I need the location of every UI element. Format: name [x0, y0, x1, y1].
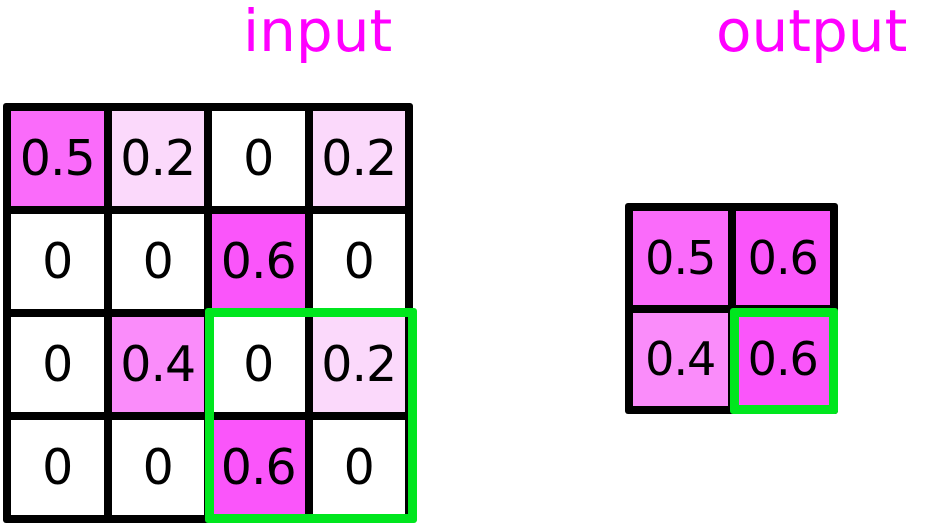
input-cell-r2c0[interactable]: 0 — [11, 317, 104, 412]
input-cell-r1c0[interactable]: 0 — [11, 214, 104, 309]
output-title: output — [716, 0, 908, 65]
input-cell-r0c2[interactable]: 0 — [212, 111, 305, 206]
input-cell-r0c1[interactable]: 0.2 — [111, 111, 204, 206]
input-cell-r2c3[interactable]: 0.2 — [312, 317, 405, 412]
output-cell-r0c1[interactable]: 0.6 — [735, 211, 830, 305]
output-cell-r1c1[interactable]: 0.6 — [735, 312, 830, 406]
input-cell-r3c2[interactable]: 0.6 — [212, 420, 305, 515]
input-cell-r1c2[interactable]: 0.6 — [212, 214, 305, 309]
input-title: input — [243, 0, 393, 65]
input-cell-r3c3[interactable]: 0 — [312, 420, 405, 515]
input-cell-r0c3[interactable]: 0.2 — [312, 111, 405, 206]
input-cell-r2c1[interactable]: 0.4 — [111, 317, 204, 412]
input-cell-r0c0[interactable]: 0.5 — [11, 111, 104, 206]
output-cell-r1c0[interactable]: 0.4 — [633, 312, 728, 406]
input-cell-r1c1[interactable]: 0 — [111, 214, 204, 309]
input-cell-r3c1[interactable]: 0 — [111, 420, 204, 515]
input-matrix: 0.5 0.2 0 0.2 0 0 0.6 0 0 0.4 0 0.2 0 0 … — [3, 103, 413, 523]
input-cell-r3c0[interactable]: 0 — [11, 420, 104, 515]
output-cell-r0c0[interactable]: 0.5 — [633, 211, 728, 305]
output-matrix: 0.5 0.6 0.4 0.6 — [625, 203, 838, 414]
input-cell-r1c3[interactable]: 0 — [312, 214, 405, 309]
input-cell-r2c2[interactable]: 0 — [212, 317, 305, 412]
